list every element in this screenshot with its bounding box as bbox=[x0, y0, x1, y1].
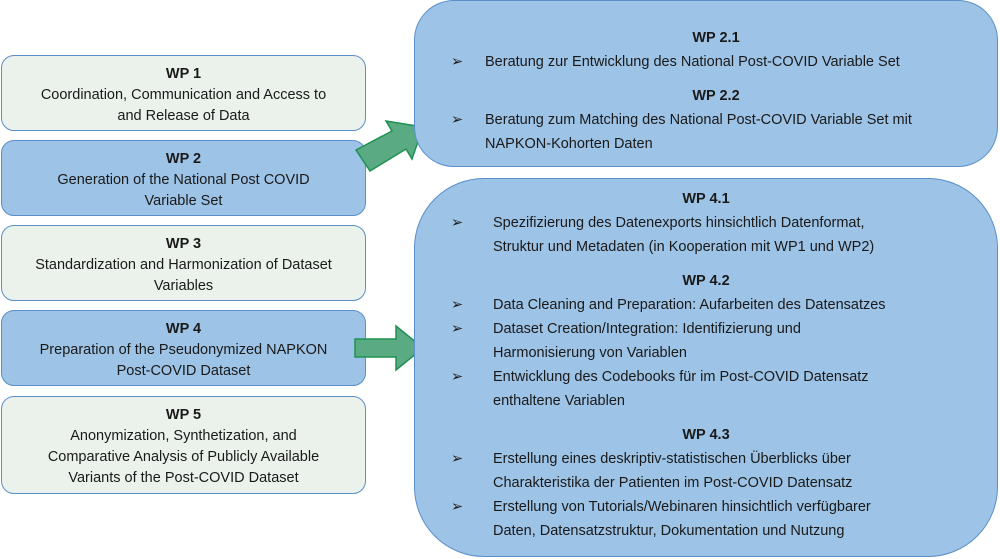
bullet-text: Dataset Creation/Integration: Identifizi… bbox=[493, 321, 801, 337]
wp5-desc-line: Comparative Analysis of Publicly Availab… bbox=[47, 449, 320, 465]
wp3-title: WP 3 bbox=[165, 236, 202, 252]
wp1-box: WP 1 Coordination, Communication and Acc… bbox=[1, 55, 366, 131]
bullet-item: ➢ Spezifizierung des Datenexports hinsic… bbox=[415, 211, 997, 259]
bullet-text: Entwicklung des Codebooks für im Post-CO… bbox=[493, 369, 869, 385]
arrowhead-bullet-icon: ➢ bbox=[451, 451, 464, 467]
wp5-desc-line: Anonymization, Synthetization, and bbox=[70, 428, 297, 444]
arrowhead-bullet-icon: ➢ bbox=[451, 499, 464, 515]
bullet-text: Beratung zum Matching des National Post-… bbox=[485, 112, 912, 128]
arrowhead-bullet-icon: ➢ bbox=[451, 54, 464, 70]
wp2-detail-box: WP 2.1 ➢ Beratung zur Entwicklung des Na… bbox=[414, 0, 998, 167]
arrowhead-bullet-icon: ➢ bbox=[451, 369, 464, 385]
wp3-desc-line: Variables bbox=[153, 278, 214, 294]
wp5-desc-line: Variants of the Post-COVID Dataset bbox=[68, 470, 299, 486]
arrowhead-bullet-icon: ➢ bbox=[451, 297, 464, 313]
bullet-text: enthaltene Variablen bbox=[493, 393, 625, 409]
bullet-item: ➢ Erstellung eines deskriptiv-statistisc… bbox=[415, 447, 997, 495]
bullet-item: ➢ Data Cleaning and Preparation: Aufarbe… bbox=[415, 293, 997, 317]
bullet-text: NAPKON-Kohorten Daten bbox=[485, 136, 653, 152]
bullet-item: ➢ Dataset Creation/Integration: Identifi… bbox=[415, 317, 997, 365]
bullet-text: Data Cleaning and Preparation: Aufarbeit… bbox=[493, 297, 886, 313]
wp4-box: WP 4 Preparation of the Pseudonymized NA… bbox=[1, 310, 366, 386]
wp2-2-title: WP 2.2 bbox=[692, 88, 740, 104]
bullet-text: Struktur und Metadaten (in Kooperation m… bbox=[493, 239, 875, 255]
arrowhead-bullet-icon: ➢ bbox=[451, 112, 464, 128]
bullet-text: Beratung zur Entwicklung des National Po… bbox=[485, 54, 900, 70]
wp1-desc-line: and Release of Data bbox=[117, 108, 250, 124]
wp3-box: WP 3 Standardization and Harmonization o… bbox=[1, 225, 366, 301]
wp4-detail-box: WP 4.1 ➢ Spezifizierung des Datenexports… bbox=[414, 178, 998, 557]
bullet-text: Charakteristika der Patienten im Post-CO… bbox=[493, 475, 853, 491]
bullet-text: Spezifizierung des Datenexports hinsicht… bbox=[493, 215, 865, 231]
arrowhead-bullet-icon: ➢ bbox=[451, 215, 464, 231]
wp4-1-title: WP 4.1 bbox=[682, 191, 730, 207]
bullet-text: Daten, Datensatzstruktur, Dokumentation … bbox=[493, 523, 845, 539]
wp3-desc-line: Standardization and Harmonization of Dat… bbox=[35, 257, 332, 273]
arrowhead-bullet-icon: ➢ bbox=[451, 321, 464, 337]
wp4-desc-line: Post-COVID Dataset bbox=[116, 363, 251, 379]
right-arrow-icon bbox=[354, 324, 425, 372]
wp4-3-title: WP 4.3 bbox=[682, 427, 730, 443]
bullet-text: Harmonisierung von Variablen bbox=[493, 345, 687, 361]
wp2-1-title: WP 2.1 bbox=[692, 30, 740, 46]
wp5-title: WP 5 bbox=[165, 407, 202, 423]
wp5-box: WP 5 Anonymization, Synthetization, and … bbox=[1, 396, 366, 494]
bullet-item: ➢ Beratung zum Matching des National Pos… bbox=[415, 108, 997, 156]
wp2-desc-line: Generation of the National Post COVID bbox=[57, 172, 310, 188]
wp1-title: WP 1 bbox=[165, 66, 202, 82]
wp2-title: WP 2 bbox=[165, 151, 202, 167]
bullet-text: Erstellung eines deskriptiv-statistische… bbox=[493, 451, 851, 467]
wp2-box: WP 2 Generation of the National Post COV… bbox=[1, 140, 366, 216]
bullet-item: ➢ Entwicklung des Codebooks für im Post-… bbox=[415, 365, 997, 413]
bullet-text: Erstellung von Tutorials/Webinaren hinsi… bbox=[493, 499, 871, 515]
wp2-desc-line: Variable Set bbox=[144, 193, 223, 209]
bullet-item: ➢ Beratung zur Entwicklung des National … bbox=[415, 50, 997, 74]
wp4-title: WP 4 bbox=[165, 321, 202, 337]
wp4-2-title: WP 4.2 bbox=[682, 273, 730, 289]
wp1-desc-line: Coordination, Communication and Access t… bbox=[40, 87, 327, 103]
bullet-item: ➢ Erstellung von Tutorials/Webinaren hin… bbox=[415, 495, 997, 543]
wp4-desc-line: Preparation of the Pseudonymized NAPKON bbox=[39, 342, 328, 358]
